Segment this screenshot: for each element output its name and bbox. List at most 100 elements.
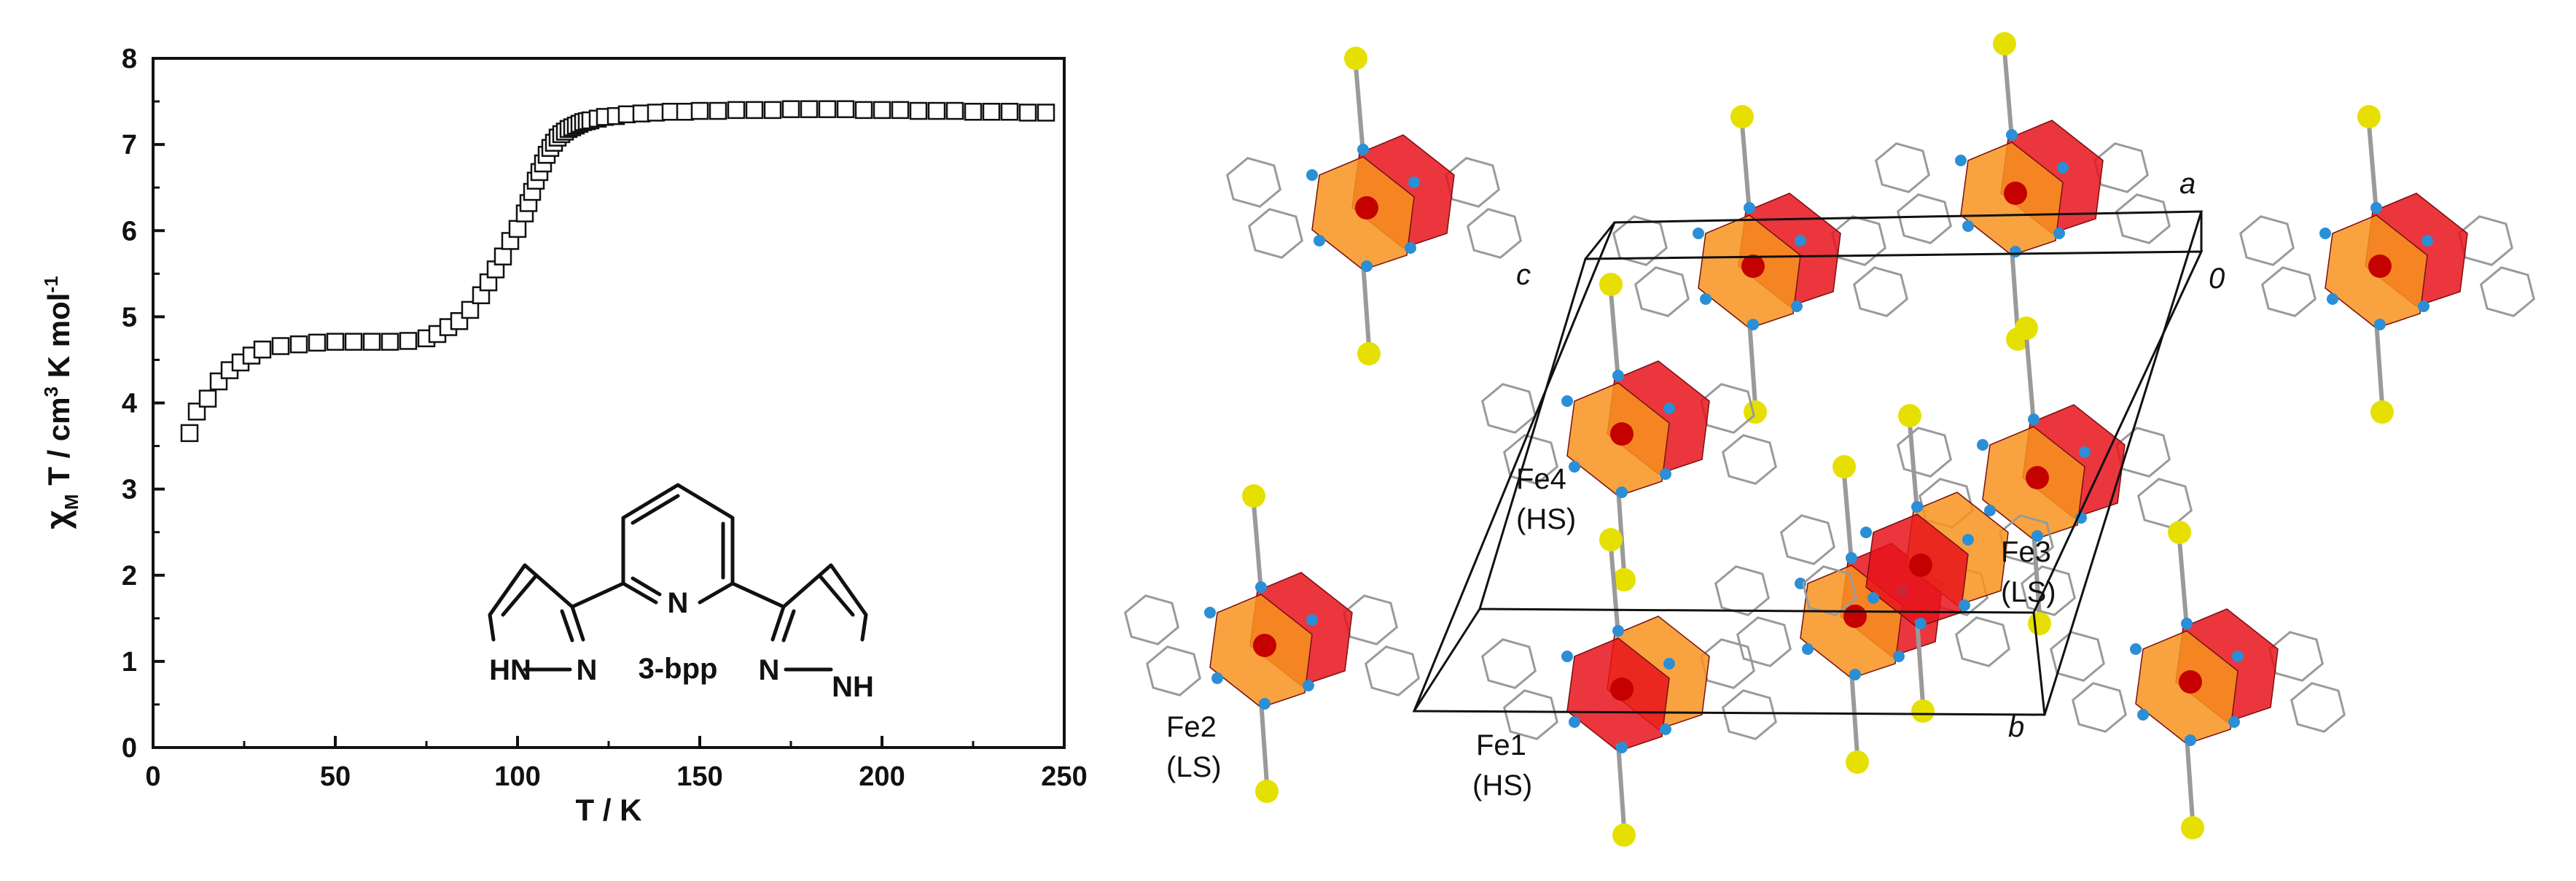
nitrogen-atom — [1849, 669, 1861, 680]
fe4-state: (HS) — [1516, 503, 1576, 535]
ligand-ring — [1853, 266, 1908, 317]
data-point — [690, 101, 709, 120]
fe-coordination-unit — [2050, 521, 2346, 839]
ncs-bond — [2374, 320, 2384, 405]
atom-left-hn: HN — [489, 654, 531, 686]
nitrogen-atom — [1846, 552, 1857, 564]
ligand-ring — [1700, 638, 1755, 689]
fe-atom — [1610, 422, 1634, 446]
fe-coordination-unit — [1481, 273, 1777, 591]
x-tick-label: 250 — [1041, 761, 1087, 792]
data-point — [1000, 102, 1019, 121]
y-tick-label: 5 — [122, 302, 137, 333]
ligand-ring — [1802, 565, 1857, 616]
nitrogen-atom — [2370, 202, 2382, 214]
ligand-ring — [1955, 616, 2010, 667]
x-tick-label: 0 — [145, 761, 160, 792]
ncs-bond — [2002, 50, 2014, 139]
nitrogen-atom — [1860, 527, 1872, 538]
ligand-ring — [1365, 645, 1420, 696]
y-axis-title-mid: T / cm — [42, 397, 76, 494]
data-point — [326, 333, 345, 351]
ligand-ring — [2021, 565, 2076, 616]
fe-atom — [2026, 466, 2049, 489]
unit-cell-edge-d — [1413, 608, 1481, 712]
label-fe1: Fe1 (HS) — [1472, 729, 1532, 802]
ligand-ring — [2268, 631, 2324, 682]
fe-coordination-unit — [1481, 528, 1777, 847]
nitrogen-atom — [1314, 235, 1325, 247]
data-points — [180, 100, 1055, 443]
y-tick-label: 2 — [122, 561, 137, 591]
sulfur-atom — [1730, 105, 1754, 128]
right-pyrazole-double — [818, 574, 855, 617]
ligand-ring — [1875, 142, 1930, 193]
data-point — [818, 100, 837, 118]
bpp-molecule-drawing — [488, 483, 868, 672]
ncs-bond — [1842, 473, 1854, 562]
sulfur-atom — [1744, 400, 1767, 424]
data-point — [180, 424, 199, 443]
sulfur-atom — [1599, 273, 1623, 296]
label-fe4: Fe4 (HS) — [1516, 463, 1576, 535]
fe-coordination-units — [1124, 32, 2535, 847]
ligand-ring — [1722, 434, 1777, 485]
cell-axis-b: b — [2008, 711, 2024, 743]
data-point — [461, 300, 480, 319]
data-point — [271, 337, 290, 355]
ligand-ring — [1226, 157, 1281, 208]
y-axis-title-chi: χ — [39, 510, 77, 529]
nitrogen-atom — [2057, 162, 2069, 174]
nitrogen-atom — [2228, 716, 2240, 728]
data-point — [927, 101, 946, 120]
ligand-ring — [2480, 266, 2535, 317]
ligand-ring — [2137, 478, 2193, 529]
nitrogen-atom — [1211, 672, 1223, 684]
ligand-ring — [1897, 427, 1952, 478]
ligand-ring — [1780, 514, 1835, 565]
nitrogen-atom — [1361, 260, 1373, 272]
sulfur-atom — [2015, 317, 2038, 340]
nitrogen-atom — [1791, 300, 1803, 312]
ligand-ring — [2115, 427, 2171, 478]
ligand-ring — [1248, 208, 1303, 259]
right-link-bond — [730, 581, 786, 609]
data-point — [344, 333, 363, 351]
fe-atom — [1843, 605, 1867, 628]
nitrogen-atom — [2319, 228, 2331, 239]
data-point — [909, 101, 928, 120]
sulfur-atom — [2181, 816, 2204, 839]
ncs-bond — [1616, 488, 1626, 573]
ncs-bond — [1740, 123, 1752, 212]
ligand-ring — [2072, 682, 2127, 733]
nitrogen-atom — [1561, 395, 1573, 407]
nitrogen-atom — [1911, 501, 1923, 513]
y-axis-title-sup3: 3 — [40, 387, 62, 397]
data-point — [661, 102, 680, 121]
ncs-bond — [1747, 320, 1757, 405]
fe4-name: Fe4 — [1516, 463, 1566, 495]
fe-atom — [2004, 182, 2027, 205]
data-point — [380, 333, 399, 351]
sulfur-atom — [1599, 528, 1623, 551]
x-axis-title: T / K — [576, 793, 642, 827]
nitrogen-atom — [2079, 446, 2091, 458]
nitrogen-atom — [2010, 246, 2021, 257]
nitrogen-atom — [1795, 235, 1806, 247]
cell-axis-c: c — [1516, 259, 1531, 291]
ligand-ring — [1634, 266, 1690, 317]
fe-coordination-unit — [1780, 404, 2076, 723]
nitrogen-atom — [1569, 461, 1580, 473]
ncs-bond — [1915, 619, 1925, 705]
ligand-ring — [1897, 193, 1952, 244]
ligand-ring — [2115, 193, 2171, 244]
data-point — [964, 102, 983, 121]
sulfur-atom — [1993, 32, 2016, 55]
data-point — [508, 220, 527, 238]
sulfur-atom — [1344, 47, 1367, 70]
ligand-ring — [1124, 594, 1179, 645]
data-point — [873, 101, 891, 120]
data-point — [253, 341, 272, 359]
data-point — [763, 101, 782, 120]
x-tick-label: 200 — [859, 761, 905, 792]
